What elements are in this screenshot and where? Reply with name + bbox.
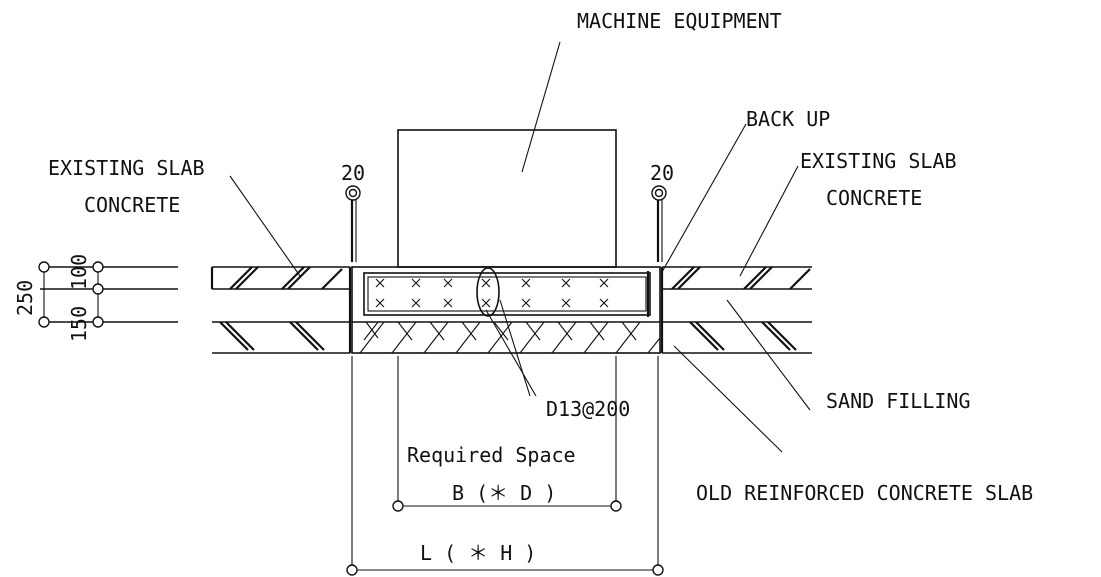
machine-equipment-body [397, 129, 617, 268]
sand-filling-label: SAND FILLING [826, 389, 971, 413]
leader-lines [229, 41, 811, 453]
dimension-l-label: L ( ＊ H ) [420, 541, 536, 565]
rebar-spec-label: D13@200 [546, 397, 630, 421]
old-slab-label: OLD REINFORCED CONCRETE SLAB [696, 481, 1033, 505]
existing-slab-left-label: EXISTING SLAB [48, 156, 205, 180]
vertical-dimension [38, 261, 104, 328]
existing-slab-right-label-2: CONCRETE [826, 186, 922, 210]
joint-marker-left [345, 185, 361, 262]
rebar-cross-marks [375, 278, 609, 308]
dimension-b-label: B (＊ D ) [452, 481, 556, 505]
dimension-250: 250 [13, 280, 37, 316]
existing-slab-right-label: EXISTING SLAB [800, 149, 957, 173]
required-space-label: Required Space [407, 443, 576, 467]
dimension-100: 100 [67, 254, 91, 290]
existing-slab-left-label-2: CONCRETE [84, 193, 180, 217]
new-foundation [348, 266, 664, 354]
existing-slab-left [40, 266, 350, 354]
joint-marker-right [651, 185, 667, 262]
back-up-label: BACK UP [746, 107, 830, 131]
joint-width-left: 20 [341, 161, 365, 185]
existing-slab-right [662, 266, 812, 354]
dimension-150: 150 [67, 306, 91, 342]
dimension-lines [346, 356, 664, 576]
joint-width-right: 20 [650, 161, 674, 185]
machine-equipment-label: MACHINE EQUIPMENT [577, 9, 782, 33]
